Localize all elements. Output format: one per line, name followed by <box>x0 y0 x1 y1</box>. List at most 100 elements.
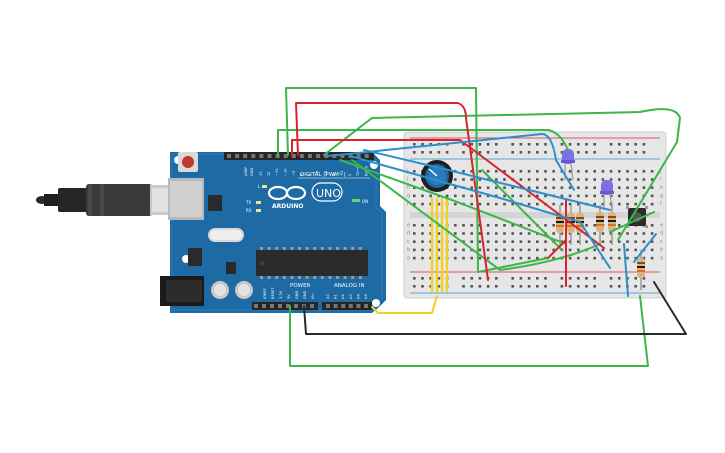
wire-blue[interactable] <box>623 243 629 297</box>
header-pin[interactable] <box>364 304 368 308</box>
wire-red[interactable] <box>295 102 489 281</box>
header-pin[interactable] <box>356 154 361 158</box>
header-pin[interactable] <box>348 304 353 308</box>
analog-label: ANALOG IN <box>334 283 365 289</box>
row-letter: i <box>407 177 408 183</box>
header-pin[interactable] <box>326 304 330 308</box>
header-pin[interactable] <box>294 304 298 308</box>
header-pin[interactable] <box>251 154 256 158</box>
atmega-chip <box>256 247 368 279</box>
potentiometer[interactable] <box>421 160 453 192</box>
header-pin[interactable] <box>291 154 296 158</box>
header-pin[interactable] <box>341 304 346 308</box>
digital-header[interactable] <box>224 152 374 160</box>
pin-label: 8 <box>300 173 304 176</box>
usb-cable <box>36 184 174 216</box>
pin-label: TX→1 <box>356 166 360 177</box>
row-letter: h <box>660 185 663 191</box>
header-pin[interactable] <box>316 154 321 158</box>
resistor <box>596 205 604 245</box>
wire-green[interactable] <box>339 159 567 245</box>
led[interactable] <box>600 180 614 211</box>
header-pin[interactable] <box>227 154 231 158</box>
wire-blue[interactable] <box>363 149 611 211</box>
aref-label: AREF <box>244 167 248 176</box>
pin-label: ~10 <box>283 168 287 176</box>
header-pin[interactable] <box>275 154 280 158</box>
on-led <box>352 199 360 202</box>
wire-green[interactable] <box>277 129 569 156</box>
header-pin[interactable] <box>299 154 304 158</box>
header-pin[interactable] <box>340 154 345 158</box>
header-pin[interactable] <box>243 154 248 158</box>
pin-label: ~6 <box>316 170 320 176</box>
pin-label: ~3 <box>340 171 344 176</box>
row-letter: b <box>407 247 410 253</box>
wire-yellow[interactable] <box>371 295 438 314</box>
header-pin[interactable] <box>286 304 290 308</box>
pin-label: A3 <box>349 294 353 299</box>
wire-green[interactable] <box>323 108 681 241</box>
wire-blue[interactable] <box>349 155 611 269</box>
header-pin[interactable] <box>324 154 329 158</box>
power-label: POWER <box>290 283 311 289</box>
header-pin[interactable] <box>356 304 361 308</box>
l-led-label: L <box>258 184 261 189</box>
pin-label: A2 <box>341 294 345 299</box>
header-pin[interactable] <box>333 304 338 308</box>
on-label: ON <box>362 199 368 204</box>
pin-label: 3.3V <box>279 290 283 299</box>
row-letter: f <box>660 201 662 207</box>
wire-blue[interactable] <box>327 133 575 191</box>
wire-green[interactable] <box>481 169 563 251</box>
resistor <box>637 250 645 290</box>
header-pin[interactable] <box>262 304 266 308</box>
row-letter: i <box>660 177 661 183</box>
wire-green[interactable] <box>351 159 601 271</box>
pin-label: GND <box>295 291 299 299</box>
pot-leads <box>430 198 449 292</box>
row-letter: a <box>407 255 410 261</box>
row-letter: b <box>660 247 663 253</box>
pin-label: 4 <box>332 173 336 176</box>
row-letter: c <box>660 239 663 245</box>
wire-red[interactable] <box>547 239 567 259</box>
row-letter: c <box>407 239 410 245</box>
header-pin[interactable] <box>278 304 282 308</box>
header-pin[interactable] <box>259 154 264 158</box>
pin-label: IOREF <box>263 288 267 299</box>
wire-red[interactable] <box>291 139 605 249</box>
wire-blue[interactable] <box>633 233 657 263</box>
wire-green[interactable] <box>289 295 649 367</box>
pin-label: ~9 <box>291 170 295 176</box>
header-pin[interactable] <box>308 154 312 158</box>
row-letter: e <box>407 223 410 229</box>
header-pin[interactable] <box>270 304 274 308</box>
header-pin[interactable] <box>283 154 288 158</box>
pin-label: A4 <box>356 294 360 299</box>
header-pin[interactable] <box>235 154 240 158</box>
row-letter: e <box>660 223 663 229</box>
row-letter: d <box>407 231 410 237</box>
pin-label: A1 <box>334 294 338 299</box>
pin-label: 13 <box>259 171 263 176</box>
wire-black[interactable] <box>303 281 687 335</box>
pin-label: RESET <box>271 287 275 299</box>
header-pin[interactable] <box>364 154 369 158</box>
digital-label: DIGITAL (PWM~) <box>300 172 346 178</box>
resistor <box>608 205 616 245</box>
wire-green[interactable] <box>285 87 549 273</box>
pin-label: Vin <box>311 293 315 299</box>
power-header[interactable] <box>252 302 318 310</box>
analog-header[interactable] <box>322 302 372 310</box>
wire-green[interactable] <box>609 211 655 233</box>
pin-label: A0 <box>326 294 330 299</box>
pin-label: 5V <box>287 294 291 299</box>
header-pin[interactable] <box>310 304 314 308</box>
led[interactable] <box>561 149 575 181</box>
header-pin[interactable] <box>254 304 258 308</box>
header-pin[interactable] <box>267 154 272 158</box>
